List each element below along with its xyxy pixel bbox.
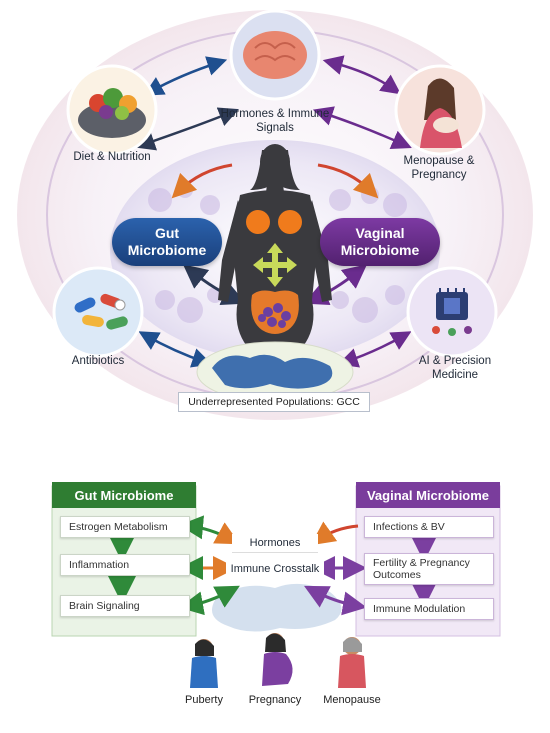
arrow-body-gut bbox=[171, 163, 233, 199]
intestine-icon bbox=[251, 290, 299, 334]
center-immune-label: Immune Crosstalk bbox=[226, 560, 324, 578]
antibiotics-label: Antibiotics bbox=[71, 355, 125, 367]
gut-item-brain-label: Brain Signaling bbox=[69, 600, 140, 612]
arrow-brain-map bbox=[179, 585, 240, 616]
pills-icon bbox=[74, 293, 128, 330]
gut-microbiome-pill: Gut Microbiome bbox=[112, 218, 222, 266]
antibiotics-node bbox=[52, 266, 144, 358]
populations-label: Underrepresented Populations: GCC bbox=[178, 392, 370, 412]
vaginal-microbiome-pill: Vaginal Microbiome bbox=[320, 218, 440, 266]
microbe-cluster bbox=[258, 303, 291, 328]
hormones-label: Hormones & Immune Signals bbox=[220, 108, 330, 134]
gut-microbiome-pill-label: Gut Microbiome bbox=[127, 225, 207, 258]
life-stage-menopause: Menopause bbox=[323, 694, 381, 706]
vegetables-icon bbox=[89, 88, 137, 120]
arrow-estrogen-hormones bbox=[179, 515, 240, 545]
vaginal-panel-title: Vaginal Microbiome bbox=[356, 482, 500, 508]
gut-item-inflammation-label: Inflammation bbox=[69, 559, 130, 571]
pregnancy-figure-icon bbox=[262, 633, 293, 686]
vaginal-item-infections-label: Infections & BV bbox=[373, 521, 445, 533]
vaginal-item-infections: Infections & BV bbox=[364, 516, 494, 538]
gut-item-estrogen: Estrogen Metabolism bbox=[60, 516, 190, 538]
arrow-brain-diet bbox=[143, 56, 228, 96]
gut-item-estrogen-label: Estrogen Metabolism bbox=[69, 521, 168, 533]
arrow-menopause-center bbox=[312, 106, 412, 150]
arrow-gut-body bbox=[182, 264, 247, 306]
hormone-icon-left bbox=[246, 210, 270, 234]
vaginal-microbiome-pill-label: Vaginal Microbiome bbox=[340, 225, 420, 258]
gut-item-inflammation: Inflammation bbox=[60, 554, 190, 576]
top-diagram-art bbox=[17, 9, 533, 420]
arrow-diet-center bbox=[134, 107, 239, 151]
mother-baby-icon bbox=[420, 78, 462, 148]
arrow-infections-hormones bbox=[310, 521, 359, 546]
diet-label: Diet & Nutrition bbox=[73, 151, 151, 163]
vaginal-item-immune-label: Immune Modulation bbox=[373, 603, 466, 615]
center-hormones-label: Hormones bbox=[232, 534, 318, 553]
brain-icon bbox=[243, 31, 307, 79]
menopause-figure-icon bbox=[338, 637, 366, 688]
gut-item-brain: Brain Signaling bbox=[60, 595, 190, 617]
ai-label: AI & Precision Medicine bbox=[418, 355, 492, 381]
gcc-map-icon bbox=[212, 354, 333, 389]
arrow-ai-map bbox=[337, 331, 412, 368]
arrow-immunemod-map bbox=[304, 585, 367, 616]
vaginal-item-fertility: Fertility & Pregnancy Outcomes bbox=[364, 553, 494, 585]
menopause-label: Menopause & Pregnancy bbox=[403, 155, 475, 181]
arrow-antibiotics-map bbox=[138, 331, 213, 368]
arrow-brain-menopause bbox=[322, 55, 402, 95]
life-stage-puberty: Puberty bbox=[185, 694, 223, 706]
vaginal-item-immune: Immune Modulation bbox=[364, 598, 494, 620]
arrow-vaginal-body bbox=[303, 264, 368, 306]
gut-panel-title: Gut Microbiome bbox=[52, 482, 196, 508]
puberty-figure-icon bbox=[190, 639, 218, 688]
arrow-body-vaginal bbox=[317, 163, 379, 199]
life-stage-pregnancy: Pregnancy bbox=[248, 694, 302, 706]
hormone-icon-right bbox=[278, 210, 302, 234]
chip-icon bbox=[432, 288, 472, 336]
four-way-arrow-icon bbox=[253, 243, 297, 287]
vaginal-item-fertility-label: Fertility & Pregnancy Outcomes bbox=[373, 557, 470, 581]
